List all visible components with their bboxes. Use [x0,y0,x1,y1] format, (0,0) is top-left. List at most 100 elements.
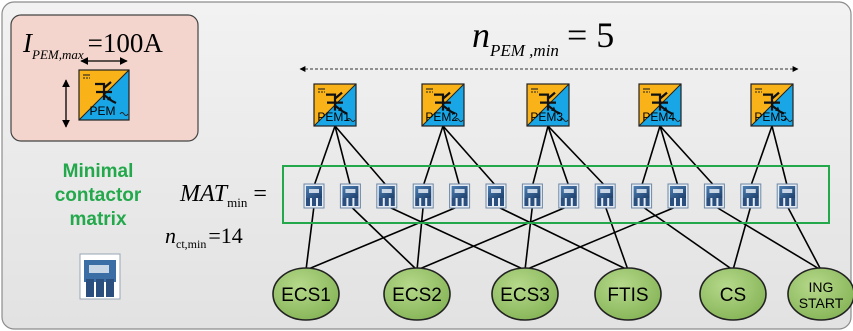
load-label: ECS3 [500,285,550,306]
contactor-terminal [779,198,784,206]
contactor-terminal [463,198,468,206]
contactor-terminal [791,198,796,206]
contactors [303,183,798,209]
load-3: ECS3 [491,267,559,321]
load-4: FTIS [594,267,662,321]
matrix-caption-line-2: contactor [54,185,142,206]
pem-module-4-label: PEM4 [642,110,675,124]
contactor-terminal [457,198,462,206]
pem-module-2-switch-symbol [434,91,456,115]
pem-count-subscript: PEM ,min [489,41,559,60]
load-node [383,267,451,321]
contactor-terminal [712,198,717,206]
pem-module-5-switch-arrow [775,106,780,112]
pem-contactor-wire [422,125,444,187]
pem-module-3-ac-mark [559,118,569,122]
contactor-label-plate [345,189,356,193]
contactor-label-plate [673,189,683,193]
contactor-14 [776,183,798,209]
contactor-load-wire [713,205,822,271]
rating-pem-module-border [78,69,130,121]
contactor-load-wire [386,205,526,271]
contactor-count-symbol: n [165,223,176,248]
pem-module-4-border [638,83,682,127]
contactor-terminal [427,198,432,206]
contactor-terminal [785,198,790,206]
contactor-3 [376,183,398,209]
contactor-load-wire [416,205,424,271]
rating-formula: IPEM,max=100A [22,28,163,62]
contactor-13 [740,183,762,209]
contactor-count-subscript: ct,min [176,237,206,251]
pem-count-value: = 5 [567,15,614,55]
contactor-terminal [706,198,711,206]
contactor-7 [521,183,543,209]
contactor-terminal [342,198,347,206]
rating-pem-module-ac-mark [119,112,129,116]
load-node [699,267,767,321]
contactor-label-plate [600,189,611,193]
contactor-label-plate [709,189,720,193]
pem-module-4: PEM4 [638,83,682,127]
contactor-10 [631,183,653,209]
pem-contactor-wire [640,125,661,187]
contactor-label-plate [745,189,756,193]
contactor-terminal [670,198,674,206]
pem-contactor-wire [659,125,679,187]
matrix-equals: = [253,181,267,207]
contactor-terminal [748,198,753,206]
contactor-8 [558,183,580,209]
pem-module-4-switch-arrow [663,106,668,112]
pem-module-1: PEM1 [313,83,357,127]
contactor-label-plate [782,189,793,193]
pem-module-2-ac-mark [454,118,464,122]
contactor-terminal [566,198,571,206]
load-5: CS [699,267,767,321]
pem-module-3-switch-arrow [551,106,556,112]
contactor-5 [449,183,471,209]
contactor-label-plate [636,189,647,193]
pem-module-4-switch-symbol [651,91,673,115]
contactor-terminal [451,198,456,206]
pem-module-icon: PEM [78,69,130,121]
load-node [272,267,340,321]
contactor-load-wire [732,205,752,271]
contactor-load-wire [305,205,460,271]
matrix-symbol: MAT [179,181,229,207]
contactor-4 [412,183,434,209]
contactor-terminal [597,198,602,206]
connection-lines [305,125,822,271]
matrix-formula: MATmin = [179,181,267,210]
pem-module-2: PEM2 [421,83,465,127]
load-label: CS [720,285,746,306]
contactor-terminal [645,198,650,206]
rating-pem-module-label: PEM [89,104,115,118]
pem-module-1-ac-mark [346,118,356,122]
pem-contactor-wire [771,125,788,187]
pem-module-5-label: PEM5 [754,110,787,124]
contactor-terminal [633,198,638,206]
pem-contactor-wire [334,125,388,187]
contactor-load-wire [524,205,679,271]
matrix-caption-line-1: Minimal [62,161,134,182]
contactor-load-wire [786,205,822,271]
pem-module-2-label: PEM2 [425,110,458,124]
pem-module-1-switch-symbol [326,91,348,115]
contactor-load-wire [524,205,534,271]
contactor-terminal [390,198,395,206]
contactor-photo-terminal-3 [106,279,114,297]
contactor-matrix-frame [282,165,830,224]
pem-module-2-switch-arrow [446,106,451,112]
contactor-terminal [312,198,316,206]
contactor-terminal [306,198,310,206]
pem-module-5-ac-mark [783,118,793,122]
contactor-terminal [572,198,577,206]
contactor-label-plate [527,189,538,193]
matrix-subscript: min [227,195,248,210]
contactor-terminal [609,198,614,206]
contactor-photo-terminal-2 [96,279,104,297]
load-label: ECS2 [392,285,442,306]
